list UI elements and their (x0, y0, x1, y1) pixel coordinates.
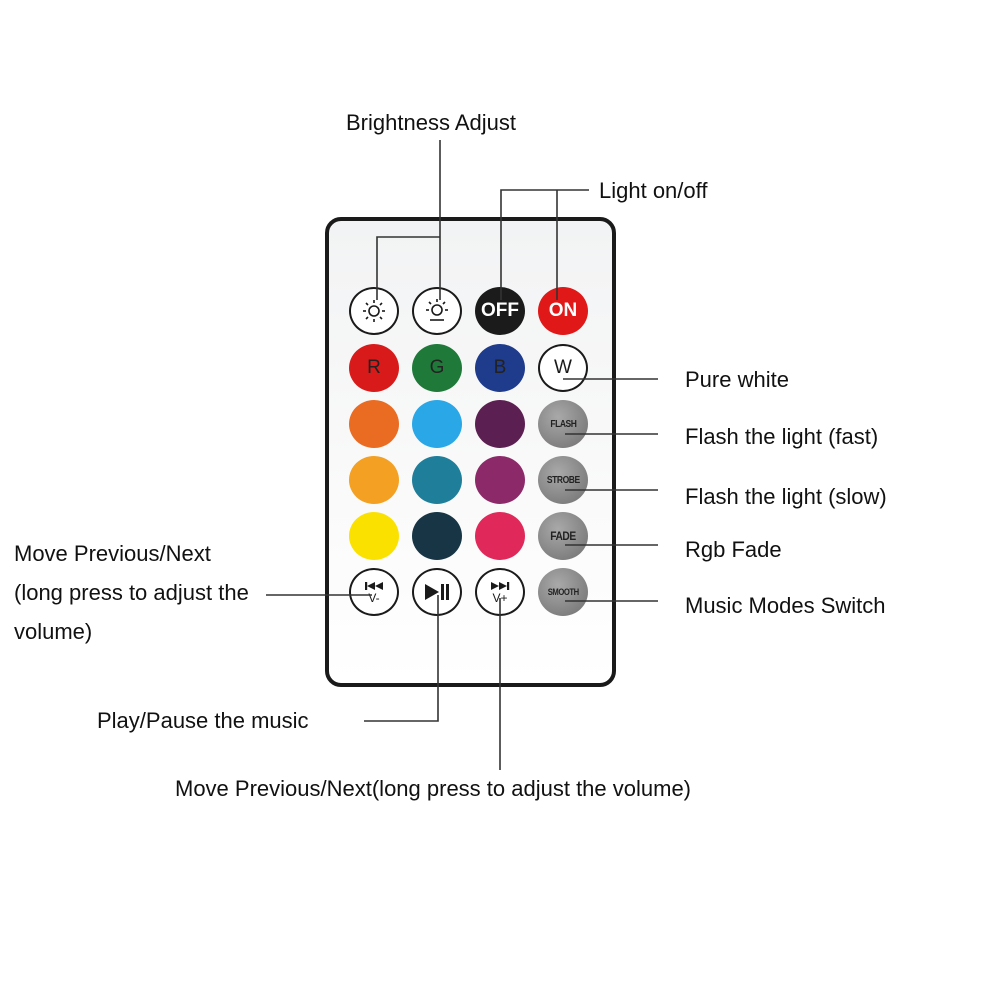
smooth-button[interactable]: SMOOTH (538, 568, 588, 616)
flash-button-label: FLASH (549, 418, 577, 430)
off-button[interactable]: OFF (475, 287, 525, 335)
sun-icon (426, 299, 448, 321)
volume-down-label: V- (368, 590, 380, 605)
on-button[interactable]: ON (538, 287, 588, 335)
move-prev-next-bottom-label: Move Previous/Next(long press to adjust … (175, 776, 692, 801)
off-button-label: OFF (481, 300, 519, 321)
brightness-down-button[interactable] (349, 287, 399, 335)
light-on-off-label: Light on/off (599, 178, 708, 203)
next-volume-up-button[interactable]: V+ (475, 568, 525, 616)
play-pause-icon (425, 584, 449, 600)
previous-volume-down-button[interactable]: V- (349, 568, 399, 616)
red-button[interactable]: R (349, 344, 399, 392)
orange-button[interactable] (349, 400, 399, 448)
blue-button-label: B (493, 357, 507, 378)
red-button-label: R (367, 357, 381, 378)
move-prev-next-left-label: Move Previous/Next (long press to adjust… (14, 541, 249, 644)
magenta-button[interactable] (475, 456, 525, 504)
sun-icon (363, 300, 385, 322)
volume-up-label: V+ (492, 590, 508, 605)
music-modes-switch-label: Music Modes Switch (685, 593, 886, 618)
green-button-label: G (429, 357, 445, 378)
rgb-fade-label: Rgb Fade (685, 537, 782, 562)
flash-button[interactable]: FLASH (538, 400, 588, 448)
amber-button[interactable] (349, 456, 399, 504)
play-pause-label: Play/Pause the music (97, 708, 309, 733)
skip-next-icon (491, 581, 510, 590)
strobe-button-label: STROBE (546, 474, 580, 486)
fade-button[interactable]: FADE (538, 512, 588, 560)
yellow-button[interactable] (349, 512, 399, 560)
smooth-button-label: SMOOTH (547, 587, 579, 597)
play-pause-button[interactable] (412, 568, 462, 616)
blue-button[interactable]: B (475, 344, 525, 392)
dark-teal-button[interactable] (412, 512, 462, 560)
fade-button-label: FADE (550, 529, 576, 543)
on-button-label: ON (548, 300, 578, 321)
green-button[interactable]: G (412, 344, 462, 392)
plum-button[interactable] (475, 400, 525, 448)
white-button[interactable]: W (538, 344, 588, 392)
flash-slow-label: Flash the light (slow) (685, 484, 887, 509)
brightness-adjust-label: Brightness Adjust (346, 110, 516, 135)
teal-button[interactable] (412, 456, 462, 504)
pink-button[interactable] (475, 512, 525, 560)
white-button-label: W (554, 357, 572, 378)
sky-blue-button[interactable] (412, 400, 462, 448)
brightness-up-button[interactable] (412, 287, 462, 335)
pure-white-label: Pure white (685, 367, 789, 392)
skip-previous-icon (365, 581, 383, 590)
strobe-button[interactable]: STROBE (538, 456, 588, 504)
flash-fast-label: Flash the light (fast) (685, 424, 879, 449)
